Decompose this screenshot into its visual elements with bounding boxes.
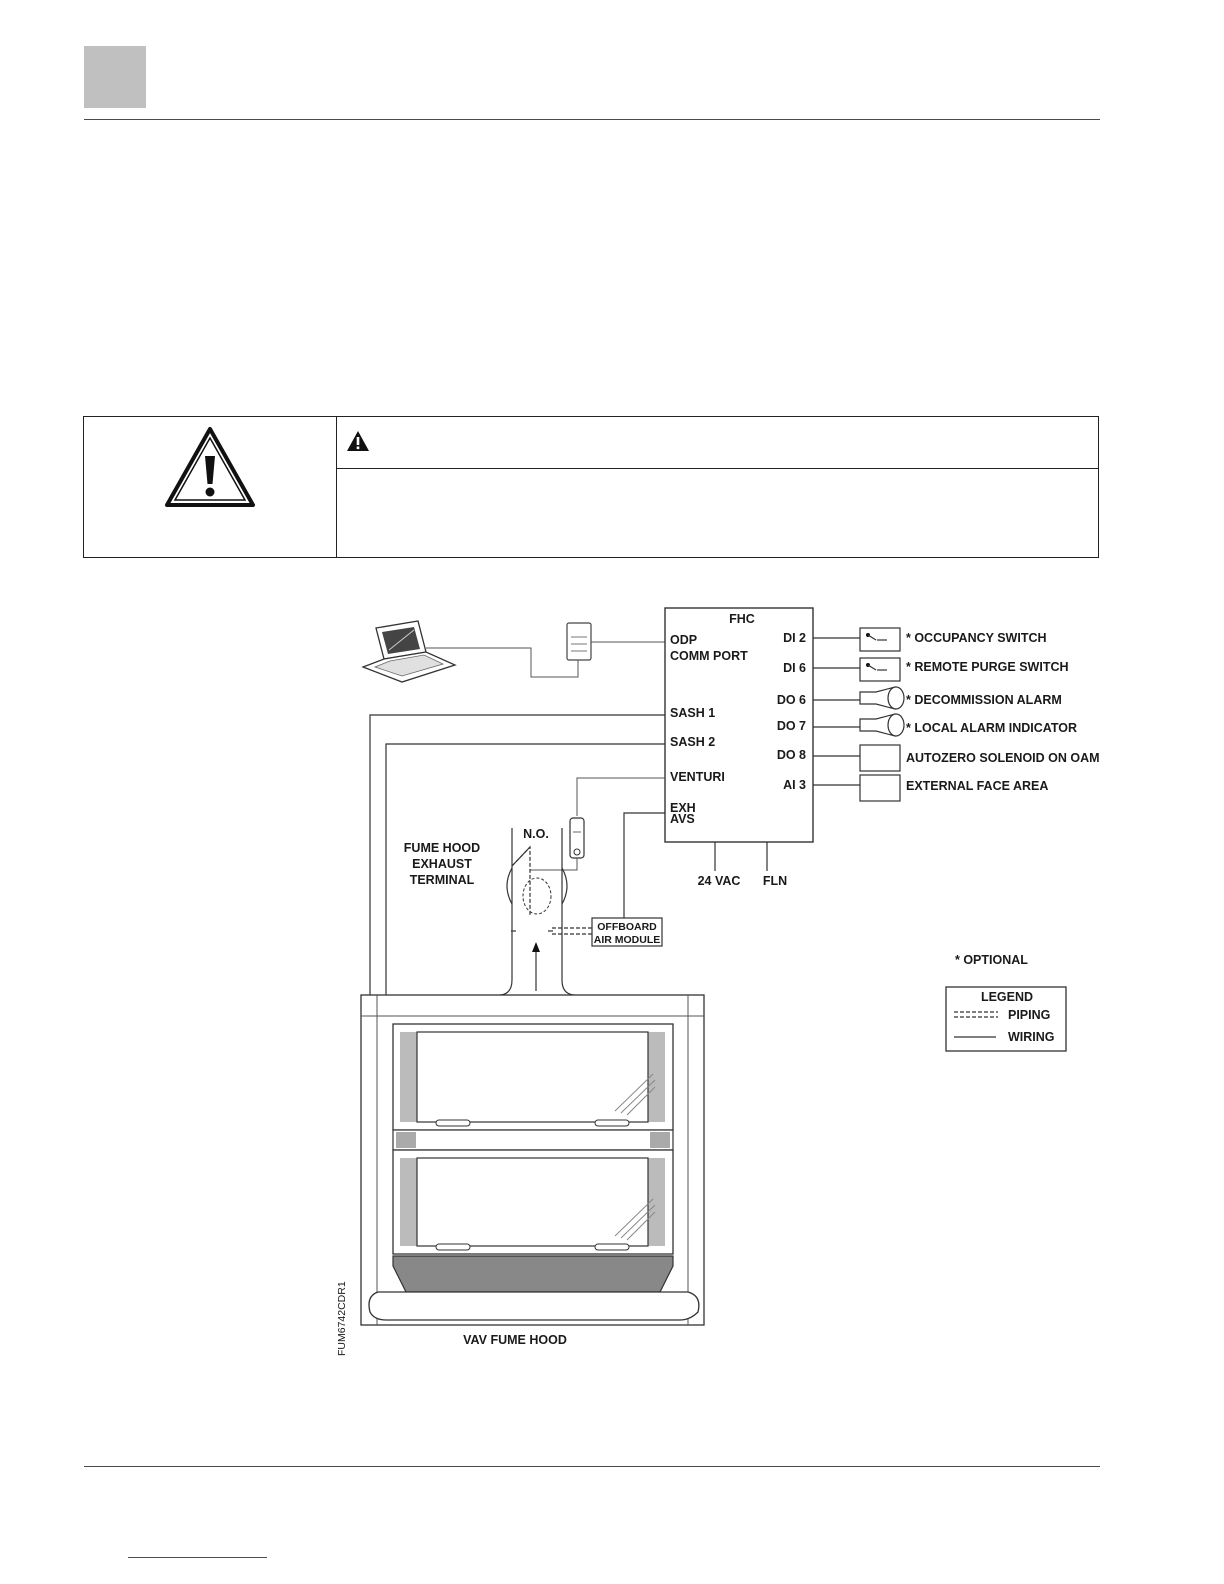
hood-label: VAV FUME HOOD	[463, 1333, 567, 1347]
port-ai-3: AI 3	[783, 778, 806, 792]
wire-venturi	[576, 777, 665, 816]
offboard-air-module	[591, 917, 663, 947]
exhaust-terminal-line-3: TERMINAL	[410, 873, 475, 887]
exhaust-terminal-line-2: EXHAUST	[412, 857, 472, 871]
fume-hood-cabinet	[360, 994, 705, 1326]
device-external-face-area: EXTERNAL FACE AREA	[906, 779, 1048, 793]
local-alarm-horn-icon	[859, 713, 905, 737]
device-occupancy-switch: * OCCUPANCY SWITCH	[906, 631, 1047, 645]
exhaust-duct	[499, 828, 575, 996]
wire-exh-avs	[623, 812, 665, 918]
port-di-2: DI 2	[783, 631, 806, 645]
fume-hood-wiring-diagram: FHC ODP COMM PORT SASH 1 SASH 2 VENTURI …	[336, 607, 1100, 1356]
port-sash-1: SASH 1	[670, 706, 715, 720]
actuator-linkage	[530, 858, 578, 871]
legend: LEGEND PIPING WIRING	[945, 986, 1067, 1052]
warning-box	[83, 416, 1099, 558]
warning-icon	[347, 431, 369, 451]
header-rule	[84, 119, 1100, 120]
laptop-icon	[361, 620, 457, 683]
external-face-area-box	[859, 774, 901, 802]
controller-title: FHC	[729, 612, 755, 626]
footer-link-underline[interactable]	[128, 1557, 267, 1558]
exhaust-terminal-line-1: FUME HOOD	[404, 841, 480, 855]
port-comm: COMM PORT	[670, 649, 748, 663]
comm-adapter-icon	[566, 622, 592, 661]
autozero-solenoid-box	[859, 744, 901, 772]
port-venturi: VENTURI	[670, 770, 725, 784]
device-local-alarm-indicator: * LOCAL ALARM INDICATOR	[906, 721, 1077, 735]
device-remote-purge-switch: * REMOTE PURGE SWITCH	[906, 660, 1069, 674]
wire-sash-2	[385, 743, 665, 996]
label-24vac: 24 VAC	[698, 874, 741, 888]
warning-divider-vertical	[336, 417, 337, 557]
port-odp: ODP	[670, 633, 697, 647]
port-do-7: DO 7	[777, 719, 806, 733]
chapter-tab	[84, 46, 146, 108]
device-autozero-solenoid: AUTOZERO SOLENOID ON OAM	[906, 751, 1100, 765]
legend-wiring: WIRING	[1008, 1030, 1055, 1044]
purge-switch-icon	[859, 657, 901, 682]
warning-divider-horizontal	[336, 468, 1098, 469]
wire-sash-1	[369, 714, 665, 996]
port-di-6: DI 6	[783, 661, 806, 675]
port-do-8: DO 8	[777, 748, 806, 762]
air-module-line-2: AIR MODULE	[594, 934, 661, 946]
decommission-alarm-horn-icon	[859, 686, 905, 710]
label-fln: FLN	[763, 874, 787, 888]
port-avs: AVS	[670, 812, 695, 826]
valve-actuator-icon	[569, 817, 585, 859]
port-sash-2: SASH 2	[670, 735, 715, 749]
air-module-line-1: OFFBOARD	[597, 921, 657, 933]
port-exh: EXH	[670, 801, 696, 815]
laptop-cable	[426, 647, 579, 678]
device-decommission-alarm: * DECOMMISSION ALARM	[906, 693, 1062, 707]
fhc-controller	[664, 607, 814, 843]
legend-piping: PIPING	[1008, 1008, 1050, 1022]
figure-id: FUM6742CDR1	[336, 1281, 348, 1356]
legend-title: LEGEND	[981, 990, 1033, 1004]
optional-note: * OPTIONAL	[955, 953, 1028, 967]
occupancy-switch-icon	[859, 627, 901, 652]
footer-rule	[84, 1466, 1100, 1467]
warning-triangle-icon	[165, 427, 255, 507]
valve-state-label: N.O.	[523, 827, 549, 841]
port-do-6: DO 6	[777, 693, 806, 707]
